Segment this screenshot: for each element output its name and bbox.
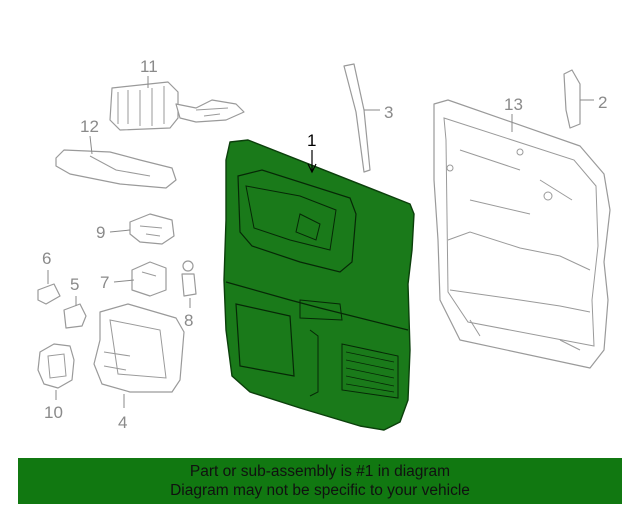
label-13: 13 [504,95,523,114]
part-5-clip[interactable] [63,303,87,329]
part-3-weatherstrip[interactable] [343,63,371,173]
label-8: 8 [184,311,193,330]
label-1: 1 [307,131,316,150]
part-1-door-trim-panel[interactable] [223,139,415,431]
label-5: 5 [70,275,79,294]
label-4: 4 [118,413,127,432]
leader-9 [109,229,131,233]
footer-line-1: Part or sub-assembly is #1 in diagram [189,463,451,480]
part-8-fastener[interactable] [181,260,197,297]
part-6-clip[interactable] [37,283,61,305]
part-2-trim-molding[interactable] [563,69,581,129]
part-7-clip[interactable] [131,261,167,297]
part-10-speaker-grille[interactable] [37,343,75,389]
label-7: 7 [100,273,109,292]
leader-7 [113,279,135,283]
leader-1-arrow [307,163,317,174]
part-13-door-inner-panel[interactable] [433,99,611,369]
label-11: 11 [140,57,158,76]
leader-12 [89,135,93,155]
parts-diagram: 11 12 9 7 8 6 5 10 [37,57,611,432]
label-12: 12 [80,117,99,136]
label-9: 9 [96,223,105,242]
label-10: 10 [44,403,63,422]
part-9-bracket[interactable] [129,213,175,245]
label-2: 2 [598,93,607,112]
part-4-lower-trim[interactable] [93,303,185,393]
label-6: 6 [42,249,51,268]
part-11-switch-assembly[interactable] [109,81,245,131]
label-3: 3 [384,103,393,122]
footer-banner: Part or sub-assembly is #1 in diagram Di… [18,458,622,504]
part-12-armrest-pad[interactable] [55,149,177,189]
footer-line-2: Diagram may not be specific to your vehi… [170,482,470,499]
